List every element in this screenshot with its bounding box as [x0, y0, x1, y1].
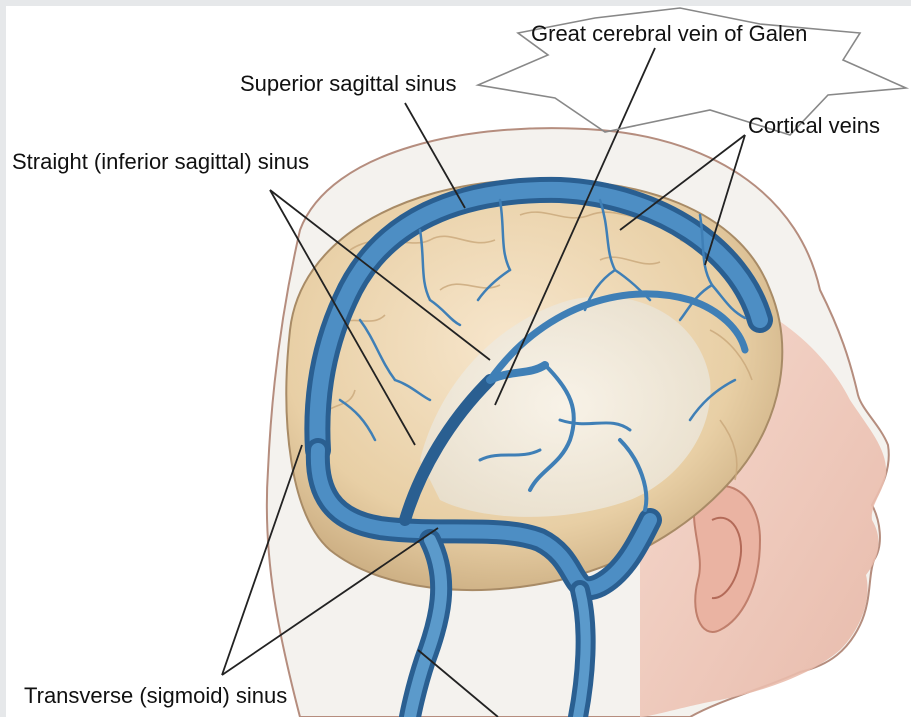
label-great-cerebral-vein: Great cerebral vein of Galen: [531, 23, 807, 45]
label-transverse-sinus: Transverse (sigmoid) sinus: [24, 685, 287, 707]
label-superior-sagittal-sinus: Superior sagittal sinus: [240, 73, 456, 95]
label-cortical-veins: Cortical veins: [748, 115, 880, 137]
label-straight-sinus: Straight (inferior sagittal) sinus: [12, 151, 309, 173]
